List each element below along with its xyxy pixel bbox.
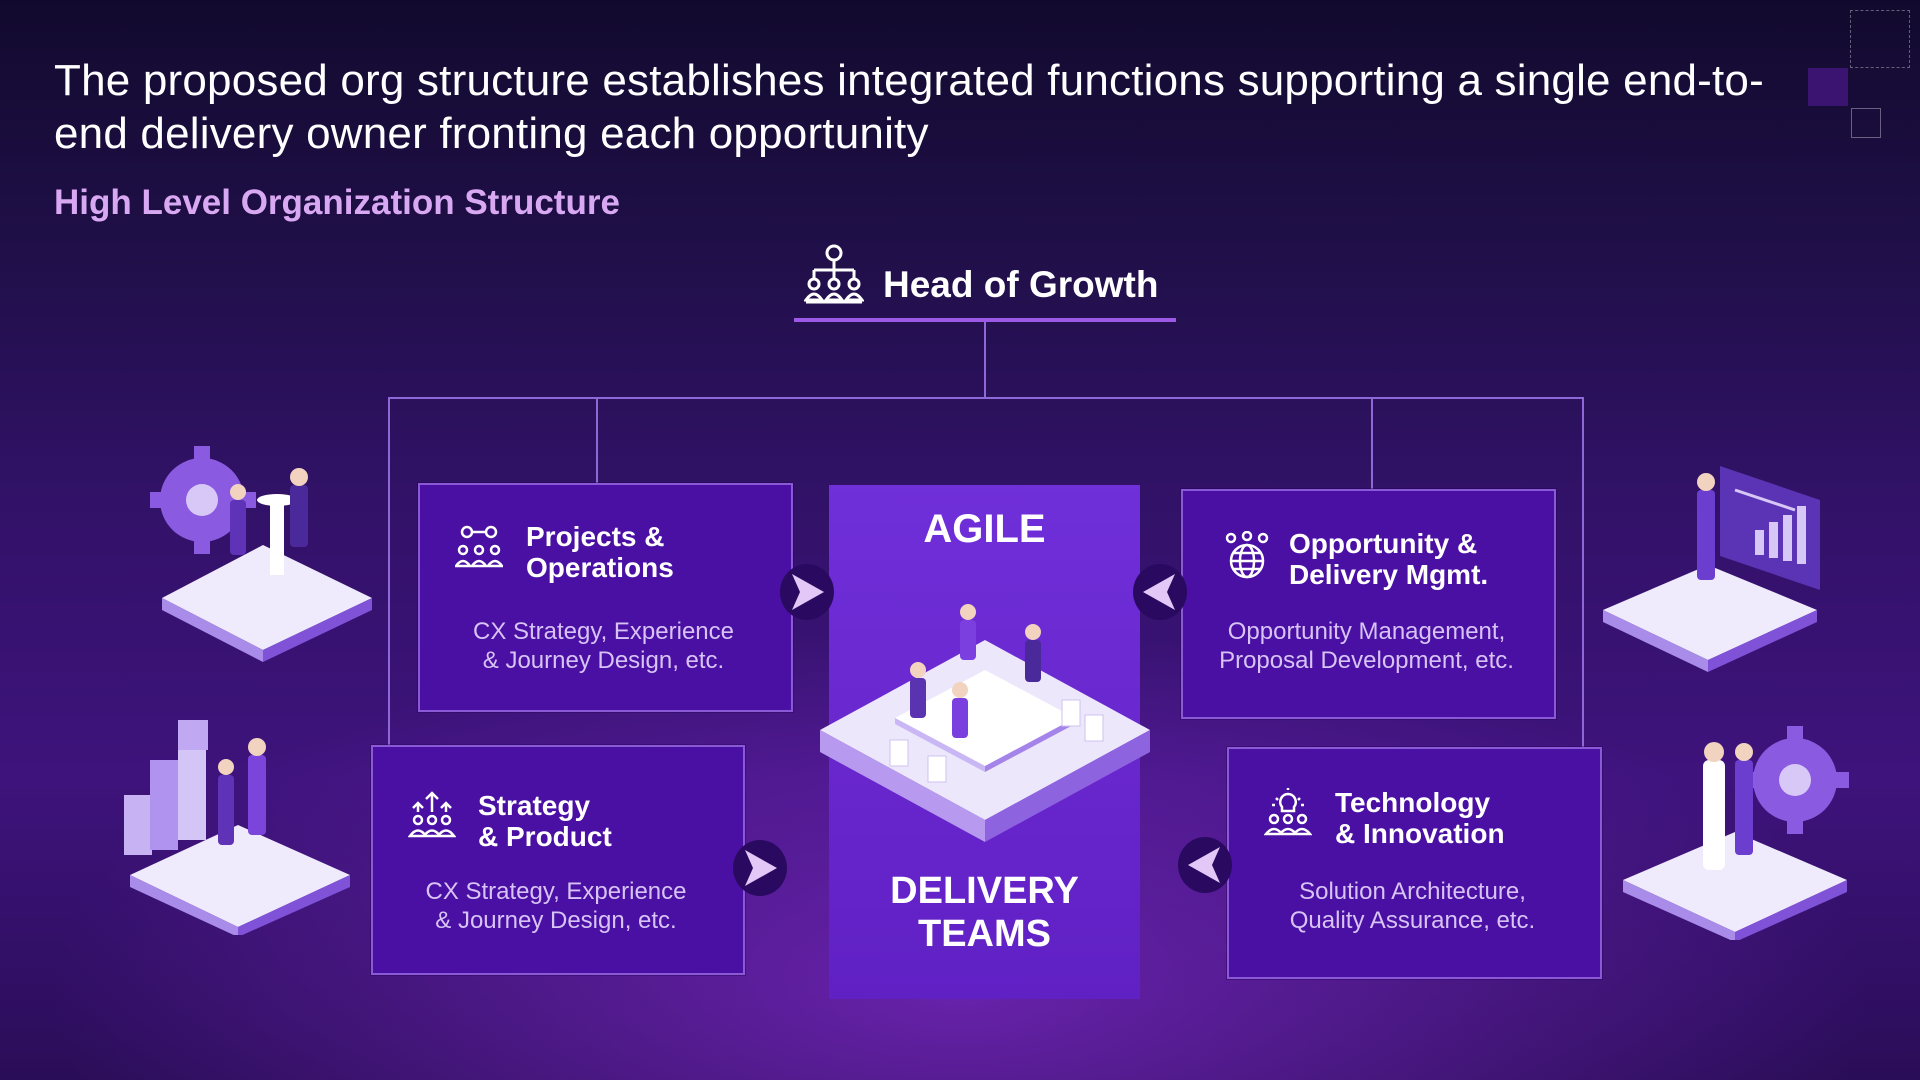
box-desc-line: & Journey Design, etc. xyxy=(435,907,677,934)
head-of-growth-node xyxy=(796,240,1178,322)
head-underline xyxy=(794,318,1176,322)
box-title: Technology & Innovation xyxy=(1335,787,1595,849)
box-title-line: Strategy xyxy=(478,790,591,821)
box-description: Opportunity Management, Proposal Develop… xyxy=(1183,617,1550,675)
box-title-line: & Product xyxy=(478,821,612,852)
box-projects-operations xyxy=(418,483,793,712)
meeting-table-illustration xyxy=(820,604,1150,842)
box-title-line: Operations xyxy=(526,552,674,583)
box-title: Projects & Operations xyxy=(526,521,776,583)
box-title: Strategy & Product xyxy=(478,790,728,852)
box-title-line: Projects & xyxy=(526,521,665,552)
head-of-growth-label: Head of Growth xyxy=(883,264,1159,305)
bar-chart-team-illustration xyxy=(124,720,350,935)
box-title-line: & Innovation xyxy=(1335,818,1505,849)
org-chart-icon xyxy=(804,244,864,304)
section-subtitle: High Level Organization Structure xyxy=(54,183,620,222)
box-description: CX Strategy, Experience & Journey Design… xyxy=(420,617,787,675)
connector-head-down xyxy=(984,322,986,399)
box-title-line: Opportunity & xyxy=(1289,528,1478,559)
connector-right-outer xyxy=(1582,397,1584,747)
globe-people-icon xyxy=(1225,531,1269,579)
page-title: The proposed org structure establishes i… xyxy=(54,56,1764,158)
box-description: CX Strategy, Experience & Journey Design… xyxy=(373,877,739,935)
arrow-right-icon xyxy=(780,564,834,620)
team-growth-icon xyxy=(408,791,456,838)
workflow-people-icon xyxy=(455,525,503,568)
dashboard-presenter-illustration xyxy=(1603,466,1820,672)
box-description: Solution Architecture, Quality Assurance… xyxy=(1229,877,1596,935)
decor-square-small xyxy=(1851,108,1881,138)
box-title-line: Delivery Mgmt. xyxy=(1289,559,1489,590)
connector-left-outer xyxy=(388,397,390,745)
box-desc-line: Proposal Development, etc. xyxy=(1219,647,1514,674)
arrow-right-icon xyxy=(733,840,787,896)
arrow-left-icon xyxy=(1178,837,1232,893)
delivery-teams-text: DELIVERY TEAMS xyxy=(890,870,1079,955)
arrow-left-icon xyxy=(1133,564,1187,620)
box-title: Opportunity & Delivery Mgmt. xyxy=(1289,528,1549,590)
agile-label: AGILE xyxy=(923,507,1046,551)
box-desc-line: CX Strategy, Experience xyxy=(472,618,734,645)
box-desc-line: CX Strategy, Experience xyxy=(425,878,687,905)
box-title-line: Technology xyxy=(1335,787,1491,818)
gear-meeting-illustration xyxy=(150,446,372,662)
box-opportunity-delivery xyxy=(1181,489,1556,719)
connector-horizontal xyxy=(388,397,1584,399)
gear-team-illustration xyxy=(1623,726,1849,940)
delivery-teams-label: DELIVERY TEAMS xyxy=(829,870,1140,956)
decor-square-filled xyxy=(1808,68,1848,106)
box-strategy-product xyxy=(371,745,745,975)
connector-right-inner xyxy=(1371,397,1373,489)
idea-people-icon xyxy=(1264,788,1312,836)
connector-left-inner xyxy=(596,397,598,483)
box-desc-line: Solution Architecture, xyxy=(1299,878,1526,905)
decor-square-outline xyxy=(1850,10,1910,68)
box-desc-line: Quality Assurance, etc. xyxy=(1289,907,1536,934)
box-desc-line: & Journey Design, etc. xyxy=(482,647,725,674)
box-desc-line: Opportunity Management, xyxy=(1227,618,1506,645)
box-technology-innovation xyxy=(1227,747,1602,979)
